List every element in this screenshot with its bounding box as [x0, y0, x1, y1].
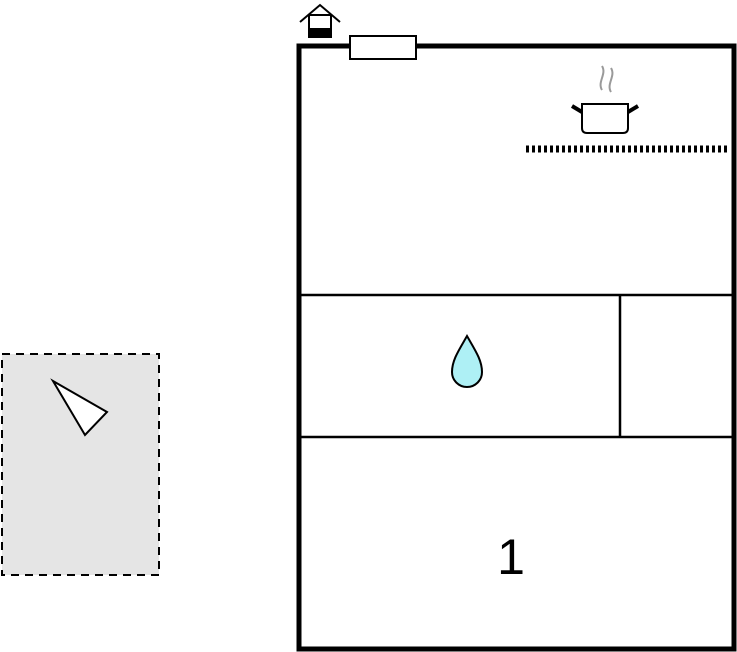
- window: [349, 35, 417, 60]
- direction-triangle-icon: [50, 378, 109, 437]
- water-drop-icon: [450, 333, 484, 388]
- house-entrance-icon: [299, 3, 341, 38]
- apartment-outer-wall: [296, 43, 737, 652]
- terrace-outline: [1, 353, 160, 576]
- cooking-pot-icon: [570, 65, 640, 134]
- bedroom-number-label: 1: [497, 529, 525, 585]
- terrace-area: [1, 353, 160, 576]
